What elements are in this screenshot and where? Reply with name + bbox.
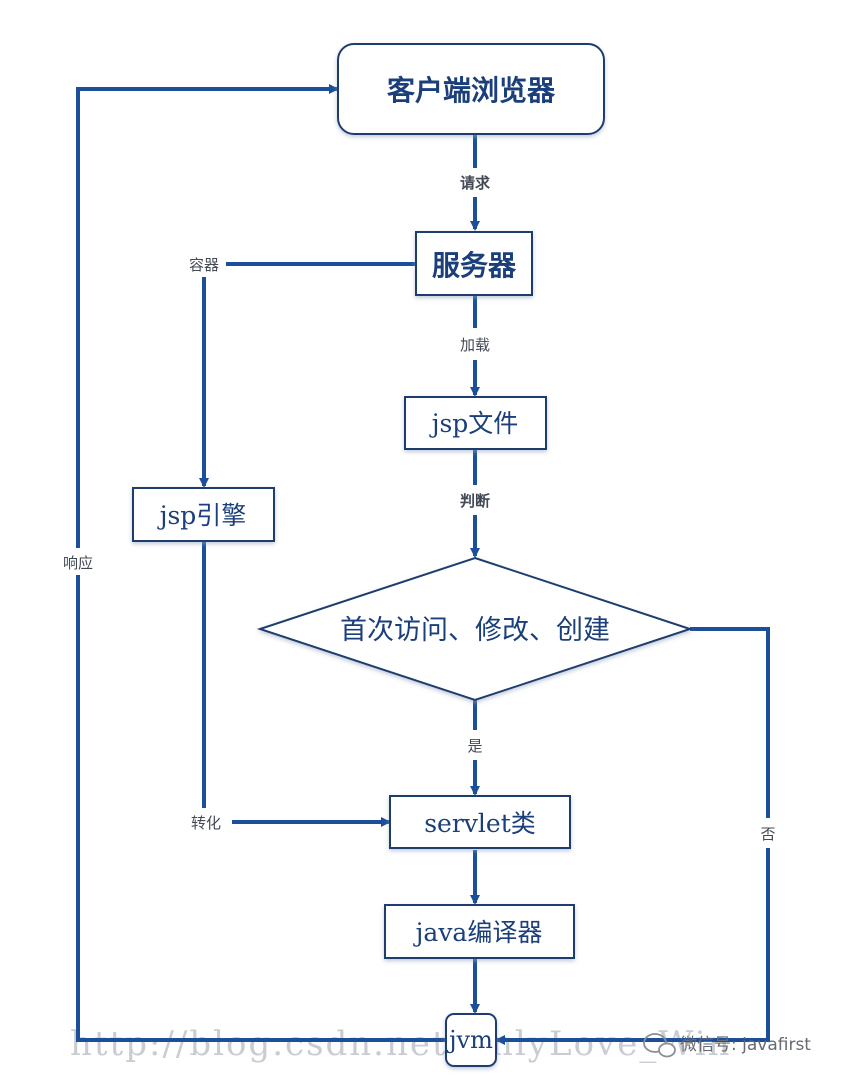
edge-label-container: 容器: [189, 256, 219, 274]
edge-label-request: 请求: [460, 174, 491, 192]
node-jsp-engine: jsp引擎: [132, 487, 275, 542]
node-server: 服务器: [415, 231, 533, 296]
edge-label-convert: 转化: [191, 814, 221, 832]
edge-arrow-no: [495, 848, 770, 1045]
edge-label-response: 响应: [63, 554, 93, 572]
jsp-file-box: [404, 396, 547, 450]
edge-arrow-response: [76, 84, 339, 548]
servlet-label: servlet类: [424, 809, 536, 838]
wechat-id: 微信号: javafirst: [680, 1035, 811, 1055]
edge-line-no: [690, 627, 770, 818]
jsp-file-label: jsp文件: [429, 409, 519, 438]
compiler-box: [384, 904, 575, 959]
decision-diamond: [256, 556, 694, 702]
node-decision: 首次访问、修改、创建: [256, 556, 694, 702]
servlet-box: [389, 795, 571, 849]
server-box: [415, 231, 533, 296]
decision-label: 首次访问、修改、创建: [340, 615, 610, 646]
edge-label-load: 加载: [460, 336, 490, 354]
node-jsp-file: jsp文件: [404, 396, 547, 450]
browser-box: [337, 43, 605, 135]
connectors: [76, 84, 770, 1045]
edge-line-response: [76, 575, 446, 1042]
jvm-box: [445, 1013, 497, 1067]
jsp-engine-box: [132, 487, 275, 542]
node-jvm: jvm: [445, 1013, 497, 1067]
node-browser: 客户端浏览器: [337, 43, 605, 135]
browser-label: 客户端浏览器: [387, 74, 556, 107]
compiler-label: java编译器: [413, 918, 543, 947]
wechat-icon: [643, 1033, 676, 1058]
jsp-engine-label: jsp引擎: [157, 501, 247, 530]
server-label: 服务器: [432, 249, 517, 282]
watermark-url: http://blog.csdn.net/OnlyLove_Win: [70, 1024, 731, 1064]
node-servlet: servlet类: [389, 795, 571, 849]
wechat-watermark: 微信号: javafirst: [643, 1033, 811, 1058]
node-compiler: java编译器: [384, 904, 575, 959]
edge-label-no: 否: [760, 825, 775, 843]
edge-label-yes: 是: [467, 737, 482, 755]
jvm-label: jvm: [446, 1026, 493, 1054]
edge-label-judge: 判断: [460, 492, 490, 510]
